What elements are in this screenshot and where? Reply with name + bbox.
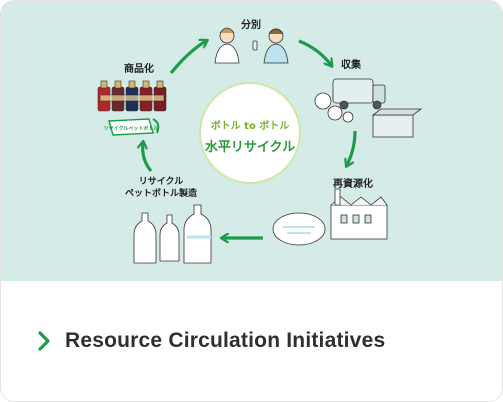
recycled-bottle-badge-text: リサイクルペットボトル [104, 125, 159, 132]
arrow-sort-to-collect [298, 39, 331, 65]
arrow-collect-to-recycle [347, 130, 357, 165]
sorting-people-illustration [214, 27, 289, 64]
product-bottles-illustration [97, 80, 167, 112]
step-manufacture-label-2: ペットボトル製造 [125, 187, 198, 199]
collection-truck-illustration [314, 78, 423, 138]
step-commercialize-label: 商品化 [124, 62, 154, 75]
step-manufacture-label-1: リサイクル [139, 176, 184, 187]
arrow-manufacture-to-commercialize [143, 143, 153, 173]
footer-title: Resource Circulation Initiatives [65, 329, 386, 352]
recycled-bottle-badge: リサイクルペットボトル [104, 118, 160, 136]
center-badge: ボトル to ボトル 水平リサイクル [199, 82, 301, 184]
step-sort-label: 分別 [241, 18, 261, 31]
recycling-cycle-illustration: ボトル to ボトル 水平リサイクル 分別 収集 [97, 18, 423, 264]
recycling-diagram: ボトル to ボトル 水平リサイクル 分別 収集 [1, 1, 502, 281]
card-footer: Resource Circulation Initiatives [1, 281, 502, 401]
arrow-commercialize-to-sort [169, 41, 206, 75]
recycling-factory-illustration [272, 188, 388, 246]
resource-circulation-link[interactable]: Resource Circulation Initiatives [37, 329, 385, 353]
step-recycle-label: 再資源化 [333, 177, 373, 190]
center-top-text: ボトル to ボトル [211, 119, 290, 132]
chevron-right-icon [38, 331, 50, 351]
center-main-text: 水平リサイクル [205, 139, 295, 155]
pet-bottles-illustration [133, 204, 212, 264]
step-collect-label: 収集 [341, 58, 362, 71]
